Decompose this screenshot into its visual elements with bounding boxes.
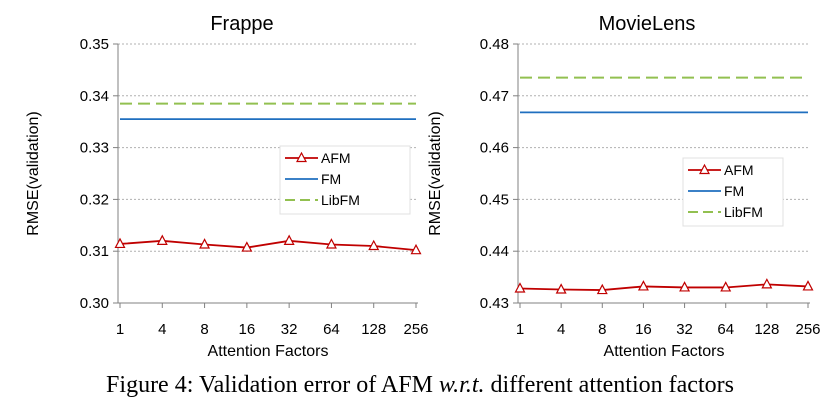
x-tick-label: 64	[717, 321, 734, 338]
y-tick-label: 0.32	[80, 191, 109, 208]
figure-charts: 0.30 0.31 0.32 0.33 0.34 0.35 1 4 8 16 32 64 128 256 F…	[25, 13, 821, 360]
x-tick-label: 32	[676, 321, 693, 338]
afm-point	[596, 283, 608, 295]
legend: AFM FM LibFM	[682, 157, 784, 227]
chart-title: Frappe	[210, 13, 273, 35]
afm-point	[283, 234, 295, 245]
x-tick-label: 128	[361, 321, 386, 338]
y-tick-label: 0.31	[80, 243, 109, 260]
chart-panel-1: 0.30 0.31 0.32 0.33 0.34 0.35 1 4 8 16 32 64 128 256 F…	[25, 13, 429, 360]
legend-marker-afm	[296, 151, 307, 163]
y-tick-label: 0.43	[480, 295, 509, 312]
x-tick-label: 1	[516, 321, 524, 338]
figure-caption: Figure 4: Validation error of AFM w.r.t.…	[0, 372, 840, 399]
legend: AFM FM LibFM	[279, 145, 411, 215]
x-tick-label: 256	[795, 321, 820, 338]
x-tick-label: 8	[598, 321, 606, 338]
afm-point	[114, 237, 126, 249]
afm-point	[679, 281, 691, 292]
x-tick-label: 4	[158, 321, 166, 338]
afm-point	[555, 283, 567, 294]
y-axis-label: RMSE(validation)	[25, 111, 42, 235]
x-tick-label: 16	[239, 321, 256, 338]
x-tick-label: 128	[754, 321, 779, 338]
afm-series-line	[119, 239, 417, 252]
x-tick-label: 256	[403, 321, 428, 338]
legend-label-fm: FM	[321, 171, 341, 187]
y-tick-label: 0.35	[80, 36, 109, 53]
x-tick-label: 64	[323, 321, 340, 338]
caption-prefix: Figure 4: Validation error of AFM	[106, 372, 439, 398]
caption-emph: w.r.t.	[438, 372, 485, 398]
chart-title: MovieLens	[599, 13, 696, 35]
x-axis-label: Attention Factors	[208, 343, 329, 360]
afm-point	[761, 278, 773, 289]
y-tick-label: 0.45	[480, 191, 509, 208]
x-tick-label: 8	[200, 321, 208, 338]
afm-point	[514, 282, 526, 293]
afm-point	[368, 239, 380, 251]
legend-label-libfm: LibFM	[321, 192, 360, 208]
x-tick-label: 16	[635, 321, 652, 338]
legend-label-libfm: LibFM	[724, 204, 763, 220]
y-tick-label: 0.46	[480, 140, 509, 157]
afm-point	[802, 280, 814, 291]
x-tick-label: 4	[557, 321, 565, 338]
afm-point	[241, 241, 253, 252]
y-tick-label: 0.30	[80, 295, 109, 312]
afm-point	[325, 238, 337, 249]
legend-label-fm: FM	[724, 183, 744, 199]
y-tick-label: 0.33	[80, 140, 109, 157]
x-tick-label: 1	[116, 321, 124, 338]
afm-series-line	[519, 283, 809, 291]
x-tick-label: 32	[281, 321, 298, 338]
y-tick-label: 0.34	[80, 88, 109, 105]
afm-point	[410, 243, 422, 255]
afm-point	[720, 281, 732, 292]
legend-label-afm: AFM	[321, 150, 351, 166]
caption-suffix: different attention factors	[484, 372, 734, 398]
afm-point	[637, 280, 649, 291]
y-tick-label: 0.47	[480, 88, 509, 105]
legend-marker-afm	[699, 163, 710, 175]
y-tick-label: 0.44	[480, 243, 509, 260]
y-tick-label: 0.48	[480, 36, 509, 53]
y-axis-label: RMSE(validation)	[427, 111, 444, 235]
chart-panel-2: 0.43 0.44 0.45 0.46 0.47 0.48 1 4 8 16 32 64 128 256 M…	[427, 13, 821, 360]
afm-point	[199, 238, 211, 249]
afm-point	[156, 234, 168, 245]
x-axis-label: Attention Factors	[604, 343, 725, 360]
legend-label-afm: AFM	[724, 162, 754, 178]
